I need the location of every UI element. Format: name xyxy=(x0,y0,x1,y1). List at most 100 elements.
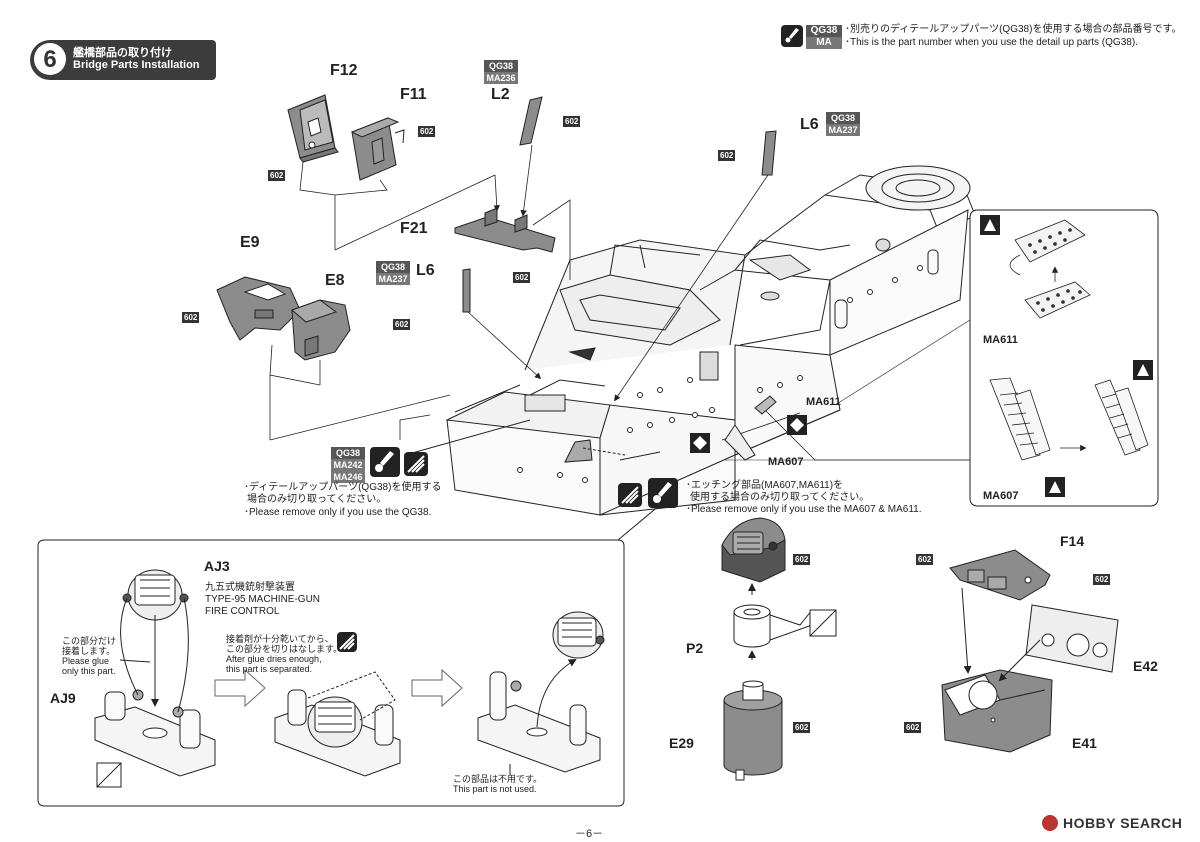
note-etch-jp2: 使用する場合のみ切り取ってください。 xyxy=(690,492,870,503)
qg-code-cut-b: MA242 xyxy=(331,459,365,471)
label-f11: F11 xyxy=(400,86,427,103)
qg-code-l6mid-a: QG38 xyxy=(376,261,410,273)
color-ref-e8: 602 xyxy=(393,319,411,330)
glue-note-jp-1: この部分だけ xyxy=(62,636,117,646)
step-title-en: Bridge Parts Installation xyxy=(73,59,200,71)
label-e41: E41 xyxy=(1072,735,1097,751)
separate-note-en-1: After glue dries enough, xyxy=(226,654,322,664)
label-l6-mid: L6 xyxy=(416,262,435,279)
detail-inset-frame xyxy=(969,209,1159,507)
qg-code-l2-a: QG38 xyxy=(484,60,518,72)
color-ref-f11: 602 xyxy=(418,126,436,137)
label-e42: E42 xyxy=(1133,658,1158,674)
brush-icon xyxy=(781,25,803,47)
part-aj3-separated xyxy=(477,611,605,775)
qg-code-l6mid-b: MA237 xyxy=(376,273,410,285)
note-qg38-cut-jp2: 場合のみ切り取ってください。 xyxy=(247,494,387,505)
part-e41 xyxy=(941,669,1053,753)
part-e8 xyxy=(291,299,351,361)
brush-icon xyxy=(370,447,400,477)
part-l6-mid xyxy=(462,268,471,313)
color-ref-l2: 602 xyxy=(563,116,581,127)
watermark: HOBBY SEARCH xyxy=(1063,815,1183,831)
label-p2: P2 xyxy=(686,640,704,656)
label-l6-top: L6 xyxy=(800,116,819,133)
part-l2 xyxy=(519,96,543,146)
label-e8: E8 xyxy=(325,272,345,289)
label-f14: F14 xyxy=(1060,533,1085,549)
color-ref-e9: 602 xyxy=(182,312,200,323)
part-f21 xyxy=(454,207,556,253)
step-title-jp: 艦橋部品の取り付け xyxy=(73,47,172,59)
part-f11 xyxy=(350,117,405,181)
separate-note-jp-2: この部分を切りはなします。 xyxy=(226,644,343,654)
fire-control-frame xyxy=(37,539,625,807)
separate-note-en-2: this part is separated. xyxy=(226,664,313,674)
separate-note-jp-1: 接着剤が十分乾いてから、 xyxy=(226,634,334,644)
label-aj9: AJ9 xyxy=(50,690,76,706)
part-aj3-1 xyxy=(122,569,189,621)
cut-icon xyxy=(337,632,357,652)
glue-note-jp-2: 接着します。 xyxy=(62,646,116,656)
note-qg38-cut-jp1: ･ディテールアップパーツ(QG38)を使用する xyxy=(244,482,442,493)
unused-note-jp: この部品は不用です。 xyxy=(453,774,543,784)
part-e29 xyxy=(723,680,783,781)
header-qg-code: QG38 xyxy=(806,25,842,37)
qg-code-cut-a: QG38 xyxy=(331,447,365,459)
header-note-jp: ･別売りのディテールアップパーツ(QG38)を使用する場合の部品番号です。 xyxy=(845,24,1182,35)
part-e9 xyxy=(216,276,301,341)
note-etch-jp1: ･エッチング部品(MA607,MA611)を xyxy=(686,480,844,491)
label-l2: L2 xyxy=(491,86,510,103)
part-aj9-1 xyxy=(94,597,216,777)
header-ma-code: MA xyxy=(806,37,842,49)
label-f21: F21 xyxy=(400,220,428,237)
cut-icon xyxy=(618,483,642,507)
hobbysearch-logo-icon xyxy=(1042,815,1058,831)
qg-code-l6top-b: MA237 xyxy=(826,124,860,136)
header-note-en: ･This is the part number when you use th… xyxy=(845,37,1138,48)
glue-note-en-1: Please glue xyxy=(62,656,110,666)
part-ma607-small xyxy=(724,424,756,461)
part-aj3-assembled xyxy=(274,671,401,777)
part-p2 xyxy=(733,604,771,648)
label-e9: E9 xyxy=(240,234,260,251)
part-f12 xyxy=(287,94,339,163)
marker-icons xyxy=(690,215,1153,497)
label-e29: E29 xyxy=(669,735,694,751)
qg-code-cut-c: MA246 xyxy=(331,471,365,483)
part-e42 xyxy=(1025,604,1119,673)
part-l6-top xyxy=(761,130,777,176)
step-number: 6 xyxy=(34,43,66,75)
color-ref-fc-top: 602 xyxy=(793,554,811,565)
qg-code-l6top-a: QG38 xyxy=(826,112,860,124)
part-f14 xyxy=(949,549,1051,601)
note-qg38-cut-en: ･Please remove only if you use the QG38. xyxy=(244,507,432,518)
page-number: －6－ xyxy=(575,828,604,840)
label-f12: F12 xyxy=(330,62,358,79)
label-ma611-inset: MA611 xyxy=(983,334,1018,346)
glue-note-en-2: only this part. xyxy=(62,666,116,676)
label-ma607-main: MA607 xyxy=(768,456,804,468)
label-ma611-main: MA611 xyxy=(806,396,841,408)
cut-icon xyxy=(404,452,428,476)
note-etch-en: ･Please remove only if you use the MA607… xyxy=(686,504,922,515)
fc-label-jp: 九五式機銃射撃装置 xyxy=(205,582,295,593)
label-aj3: AJ3 xyxy=(204,558,230,574)
part-ma611-small xyxy=(754,395,777,415)
color-ref-f21: 602 xyxy=(513,272,531,283)
color-ref-f12: 602 xyxy=(268,170,286,181)
unused-note-en: This part is not used. xyxy=(453,784,537,794)
color-ref-f14: 602 xyxy=(916,554,934,565)
label-ma607-inset: MA607 xyxy=(983,490,1019,502)
qg-code-l2-b: MA236 xyxy=(484,72,518,84)
part-fire-control-top xyxy=(721,517,786,583)
bridge-hull xyxy=(445,165,976,516)
color-ref-e29: 602 xyxy=(793,722,811,733)
fc-label-en-1: TYPE-95 MACHINE-GUN xyxy=(205,594,321,605)
fc-label-en-2: FIRE CONTROL xyxy=(205,606,280,617)
color-ref-e41: 602 xyxy=(904,722,922,733)
brush-icon xyxy=(648,478,678,508)
not-used-mark-2 xyxy=(809,609,837,637)
color-ref-e42: 602 xyxy=(1093,574,1111,585)
